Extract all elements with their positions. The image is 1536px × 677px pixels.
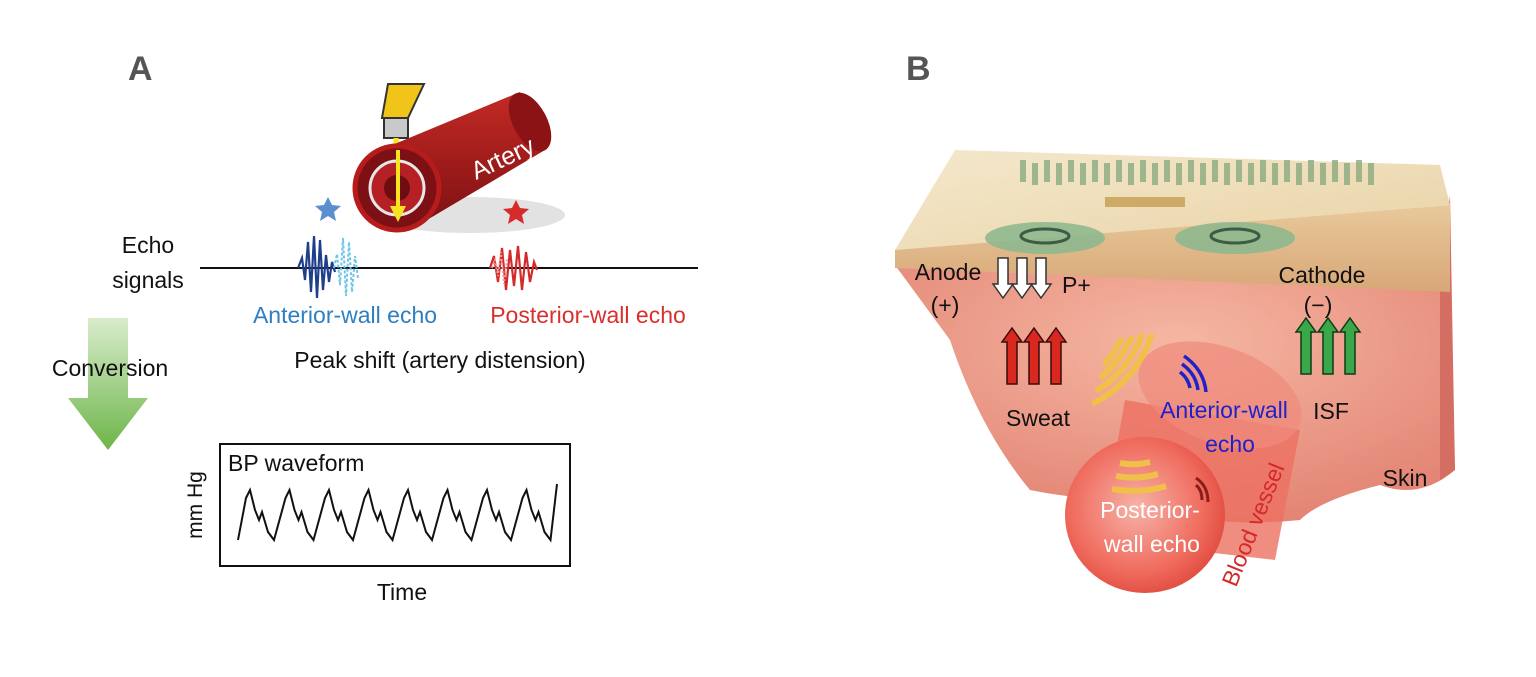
cathode-label: Cathode [1279,262,1366,288]
anterior-echo-shifted [333,237,359,297]
patch-comb-tooth [1308,160,1314,182]
posterior-echo-shifted [491,251,508,285]
sweat-arrows-icon [1000,326,1068,385]
y-axis-label: mm Hg [184,471,207,539]
anterior-star-icon [315,197,341,221]
patch-comb-tooth [1056,163,1062,185]
patch-comb-tooth [1368,163,1374,185]
wearable-patch [895,150,1450,292]
patch-comb-tooth [1080,163,1086,185]
posterior-wall-echo-b-label-1: Posterior- [1100,497,1200,523]
patch-comb-tooth [1128,163,1134,185]
p-plus-label: P+ [1062,272,1091,298]
bp-waveform-title: BP waveform [228,450,364,476]
posterior-wall-echo-label: Posterior-wall echo [490,302,686,328]
anode-arrows-icon [991,257,1053,300]
artery-icon: Artery [352,92,565,233]
anterior-echo-wave-icon [1178,354,1208,393]
patch-comb-tooth [1248,163,1254,185]
patch-comb-tooth [1092,160,1098,182]
patch-comb-tooth [1332,160,1338,182]
anode-sign: (+) [931,292,960,318]
patch-comb-tooth [1296,163,1302,185]
patch-comb-tooth [1272,163,1278,185]
ultrasound-wave-icon [1090,333,1155,407]
isf-label: ISF [1313,398,1349,424]
sweat-arrow [1044,326,1068,385]
patch-comb-tooth [1320,163,1326,185]
patch-comb-tooth [1164,160,1170,182]
anterior-wall-echo-b-label-2: echo [1205,431,1255,457]
patch-comb-tooth [1284,160,1290,182]
x-axis-label: Time [377,579,427,605]
patch-comb-tooth [1116,160,1122,182]
echo-signals-label-1: Echo [122,232,174,258]
posterior-star-icon [503,200,529,224]
cathode-sign: (−) [1304,292,1333,318]
isf-arrow [1338,316,1362,375]
anode-label: Anode [915,259,982,285]
patch-comb-tooth [1020,160,1026,182]
patch-comb-tooth [1356,160,1362,182]
panel-b-label: B [906,50,931,88]
sweat-label: Sweat [1006,405,1071,431]
vessel-wave-icon [1111,459,1167,494]
echo-signals-label-2: signals [112,267,184,293]
conversion-arrow-icon [68,318,148,450]
skin-label: Skin [1383,465,1428,491]
bp-waveform-box [219,443,571,567]
patch-comb-tooth [1212,160,1218,182]
patch-comb-tooth [1224,163,1230,185]
patch-comb-tooth [1032,163,1038,185]
patch-comb-tooth [1200,163,1206,185]
conversion-label: Conversion [52,355,168,381]
p-plus-arrow [1029,257,1053,300]
posterior-wall-echo-b-label-2: wall echo [1103,531,1200,557]
patch-comb-tooth [1236,160,1242,182]
isf-arrows-icon [1294,316,1362,375]
anterior-wall-echo-label: Anterior-wall echo [253,302,437,328]
patch-comb-pattern [1020,160,1374,185]
isf-arrow [1316,316,1340,375]
patch-comb-tooth [1176,163,1182,185]
patch-comb-tooth [1260,160,1266,182]
patch-comb-tooth [1068,160,1074,182]
panel-a: A Artery Echo signals Ant [52,50,698,605]
patch-comb-tooth [1152,163,1158,185]
patch-comb-tooth [1044,160,1050,182]
patch-comb-tooth [1344,163,1350,185]
patch-comb-tooth [1104,163,1110,185]
p-plus-arrow [991,257,1015,300]
bp-waveform-trace [237,483,558,543]
anterior-echo-waveform [296,235,337,299]
posterior-echo-wave-icon [1194,476,1210,503]
p-plus-arrow [1010,257,1034,300]
peak-shift-label: Peak shift (artery distension) [294,347,585,373]
sweat-arrow [1022,326,1046,385]
posterior-echo-waveform [488,245,539,291]
panel-b: B [895,50,1455,593]
panel-a-label: A [128,50,153,88]
patch-comb-tooth [1188,160,1194,182]
patch-comb-tooth [1140,160,1146,182]
sweat-arrow [1000,326,1024,385]
isf-arrow [1294,316,1318,375]
anterior-wall-echo-b-label-1: Anterior-wall [1160,397,1288,423]
